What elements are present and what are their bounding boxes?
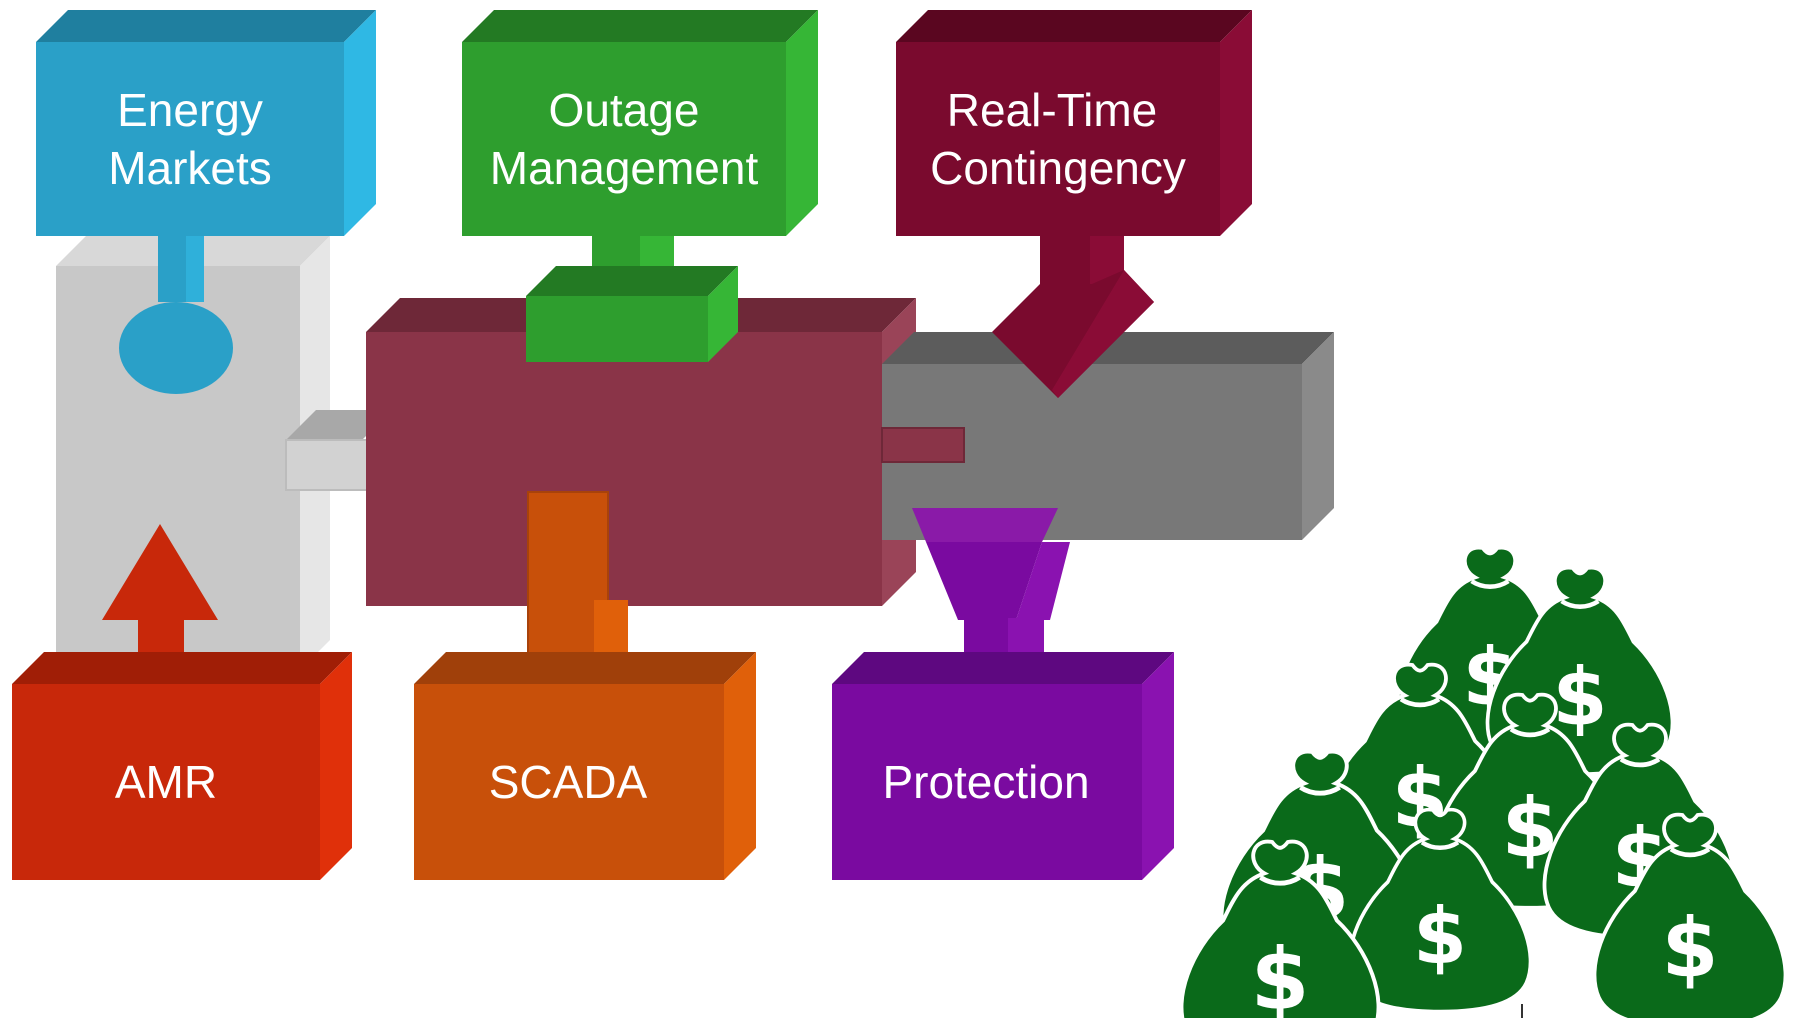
energy-markets-label-line2: Markets: [108, 142, 272, 194]
energy-markets-box[interactable]: Energy Markets: [36, 10, 376, 394]
outage-management-box[interactable]: Outage Management: [462, 10, 818, 362]
amr-label: AMR: [115, 756, 217, 808]
protection-box[interactable]: Protection: [832, 508, 1174, 880]
money-bags-icon: [1181, 548, 1785, 1018]
scada-box[interactable]: SCADA: [414, 491, 756, 880]
outage-management-label-line2: Management: [490, 142, 759, 194]
real-time-contingency-label-line2: Contingency: [930, 142, 1186, 194]
scada-label: SCADA: [489, 756, 648, 808]
real-time-contingency-label-line1: Real-Time: [947, 84, 1157, 136]
real-time-contingency-box[interactable]: Real-Time Contingency: [896, 10, 1252, 398]
energy-markets-label-line1: Energy: [117, 84, 263, 136]
protection-label: Protection: [882, 756, 1089, 808]
amr-box[interactable]: AMR: [12, 524, 352, 880]
outage-management-label-line1: Outage: [549, 84, 700, 136]
up-arrow-icon: [102, 524, 218, 690]
